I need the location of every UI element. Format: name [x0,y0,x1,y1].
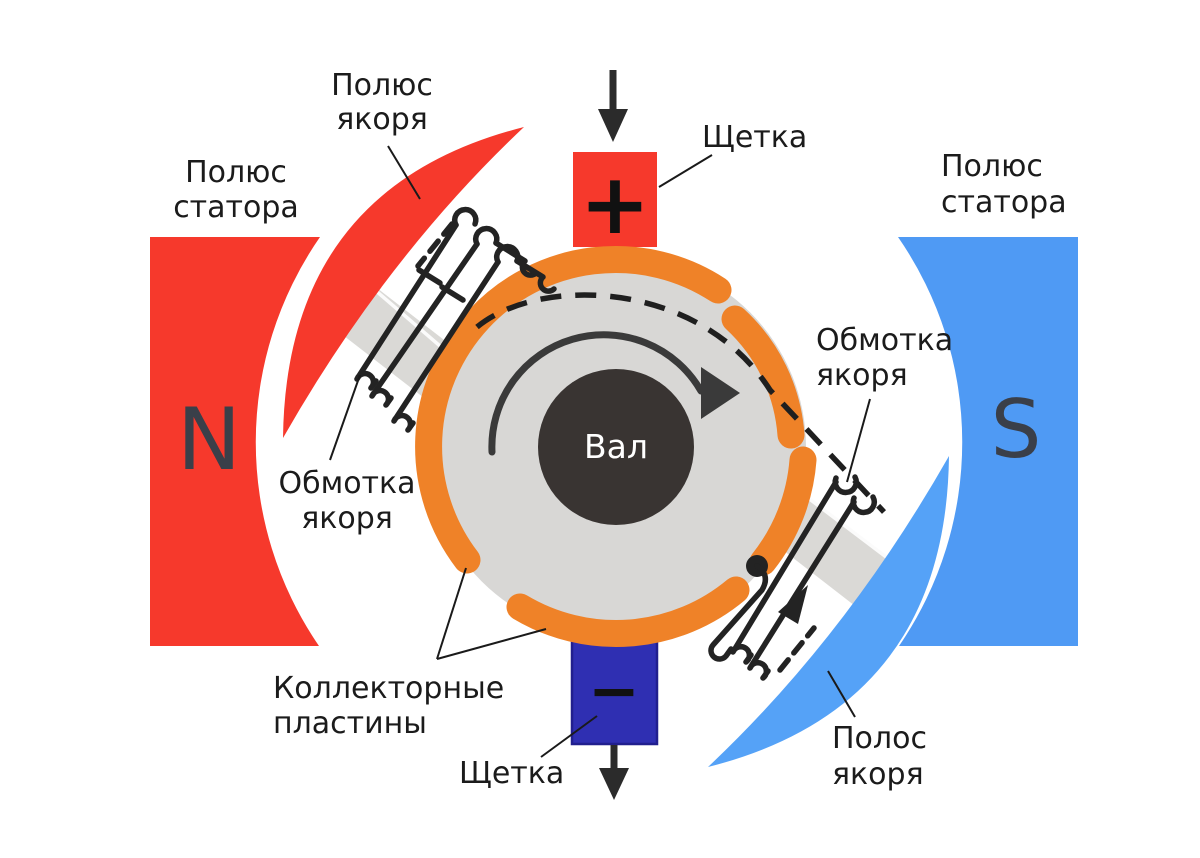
winding-red-hidden-dash [415,221,455,269]
winding-red-lead-1 [493,240,539,278]
label-winding-left-1: Обмотка [278,466,415,501]
commutator-segment-bottom [506,576,750,648]
label-armature-pole-top-1: Полюс [331,68,433,103]
shaft-circle [538,369,694,525]
winding-red-tick-2 [439,284,466,303]
winding-red-hook-2 [473,225,500,247]
winding-dashed-path [475,292,887,514]
minus-symbol: − [588,654,640,727]
label-winding-left-2: якоря [301,501,393,536]
commutator-segment-main [415,246,732,574]
shaft-label: Вал [584,427,648,466]
pointer-winding-right [846,398,871,483]
rotation-arrow-head [701,367,740,419]
label-brush-top: Щетка [702,120,807,155]
winding-red-lead-2 [514,258,557,294]
winding-blue-hook-1 [832,474,859,496]
label-stator-left-1: Полюс [185,155,287,190]
armature-winding-blue [708,474,877,681]
commutator-segment-topright [721,305,805,449]
winding-blue-hook-2 [850,494,877,516]
label-armature-pole-top-2: якоря [336,102,428,137]
label-armature-pole-bottom-2: якоря [832,757,924,792]
winding-blue-hidden-dash [777,625,817,673]
winding-red-hook-1 [452,206,479,228]
label-commutator-1: Коллекторные [273,671,504,706]
winding-red-turn-1 [354,222,459,391]
armature-pole-blue [708,456,949,767]
pointer-winding-left [329,374,361,461]
winding-blue-dot-turn [708,563,769,662]
north-letter: N [177,390,241,490]
plus-symbol: + [580,155,650,253]
winding-blue-turn-2 [747,499,857,681]
armature-pole-red [283,127,524,438]
pointer-brush-bottom [540,715,598,758]
armature-winding-red [354,206,557,433]
winding-red-turn-3 [391,259,501,433]
brush-negative [570,635,659,746]
label-commutator-2: пластины [273,706,427,741]
rotation-arrow-arc [488,331,705,456]
pointer-commutator-2 [436,628,547,660]
pointer-commutator-1 [436,567,467,660]
label-winding-right-1: Обмотка [816,323,953,358]
commutator-segment-right [749,446,817,576]
pointer-armature-pole-top [387,145,421,200]
label-brush-bottom: Щетка [459,756,564,791]
current-in-arrow-head [598,109,628,142]
winding-blue-turn-1 [730,479,839,665]
label-stator-left-2: статора [173,190,299,225]
winding-current-arrow [778,585,808,624]
south-letter: S [991,383,1042,476]
current-out-arrow-head [599,768,629,800]
stator-pole-left [150,237,320,646]
pointer-brush-top [658,154,713,188]
label-winding-right-2: якоря [816,358,908,393]
brush-positive [573,152,657,247]
winding-red-tick-1 [416,267,443,286]
label-stator-right-1: Полюс [941,149,1043,184]
pointer-armature-pole-bottom [827,670,856,718]
stator-pole-right [898,237,1078,646]
winding-red-turn-2 [369,241,480,408]
label-armature-pole-bottom-1: Полос [832,721,927,756]
label-stator-right-2: статора [941,185,1067,220]
